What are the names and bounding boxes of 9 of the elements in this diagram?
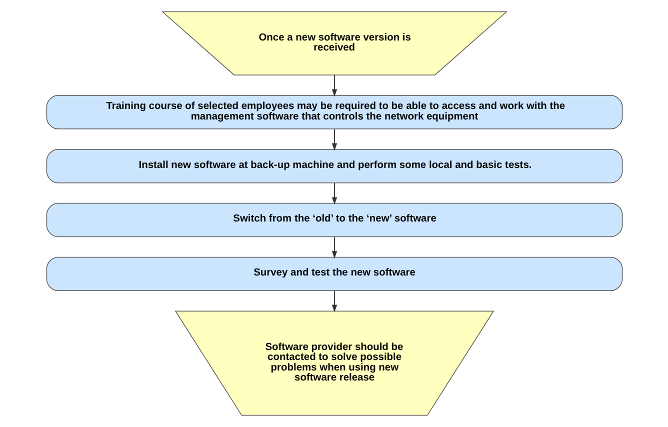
arrow [331,236,337,259]
node-box: Training course of selected employees may be required to be able to access and work with the management software that controls the network equipment [46,95,622,130]
arrow [331,128,337,151]
node-box: Install new software at back-up machine and perform some local and basic tests. [46,148,622,184]
arrow [331,74,337,97]
node-box: Switch from the ‘old’ to the ‘new’ software [46,202,622,238]
node-box: Survey and test the new software [46,256,622,292]
arrow [331,182,337,205]
arrow [331,290,337,312]
